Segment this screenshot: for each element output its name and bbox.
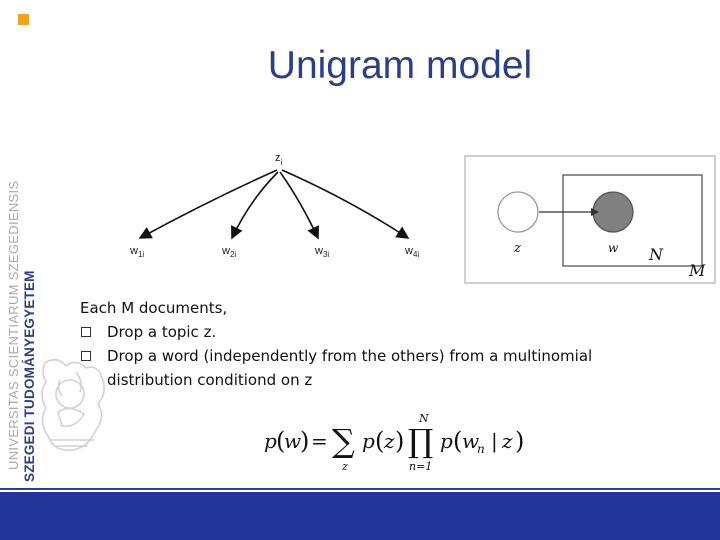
product-lower: n=1 <box>409 460 432 473</box>
node-w1: w1i <box>129 245 144 259</box>
product-symbol: ∏ <box>408 422 433 460</box>
inner-plate <box>562 174 703 267</box>
svg-text:z: z <box>383 429 395 453</box>
sum-symbol: ∑ <box>332 422 355 460</box>
plate-label-N: N <box>648 245 664 264</box>
svg-text:(: ( <box>276 427 285 455</box>
node-w2: w2i <box>221 245 236 259</box>
node-z-unobserved <box>497 191 539 233</box>
bullet-item: Drop a topic z. <box>80 320 680 344</box>
svg-text:n: n <box>477 442 485 456</box>
university-seal-watermark <box>41 358 106 452</box>
edge-z-w2 <box>231 171 279 240</box>
plate-diagram: z w N M <box>464 155 716 284</box>
svg-text:z: z <box>501 429 513 453</box>
bullet-item: Drop a word (independently from the othe… <box>80 344 680 392</box>
plate-label-M: M <box>688 261 706 280</box>
svg-text:): ) <box>515 427 524 455</box>
square-bullet-icon <box>81 327 91 337</box>
intro-line: Each M documents, <box>80 299 228 317</box>
svg-text:): ) <box>395 427 404 455</box>
svg-text:(: ( <box>375 427 384 455</box>
svg-text:|: | <box>491 429 498 454</box>
bullet-text: Drop a word (independently from the othe… <box>107 347 593 389</box>
product-upper: N <box>418 412 429 425</box>
bullet-text: Drop a topic z. <box>107 323 217 341</box>
slide-title: Unigram model <box>267 44 533 87</box>
plate-label-z: z <box>513 241 521 256</box>
sum-index: z <box>341 460 348 473</box>
edge-z-w3 <box>279 171 319 240</box>
edge-z-w1 <box>138 169 278 239</box>
brand-square-icon <box>18 14 29 25</box>
svg-text:=: = <box>311 429 328 453</box>
university-latin-name: UNIVERSITAS SCIENTIARUM SZEGEDIENSIS <box>6 180 21 470</box>
node-z: zi <box>275 152 283 167</box>
node-w4: w4i <box>404 245 419 259</box>
svg-text:p: p <box>264 429 277 453</box>
square-bullet-icon <box>81 351 91 361</box>
university-name: SZEGEDI TUDOMÁNYEGYETEM <box>22 270 37 482</box>
footer-rule <box>0 488 720 490</box>
plate-label-w: w <box>608 241 619 255</box>
unigram-graph: zi w1i w2i w3i w4i <box>129 152 419 259</box>
unigram-formula: p ( w ) = ∑ z p ( z ) ∏ N n=1 p ( w n | … <box>264 412 524 473</box>
svg-text:p: p <box>440 429 453 453</box>
svg-text:w: w <box>462 429 479 453</box>
footer-bar <box>0 492 720 540</box>
svg-text:): ) <box>300 427 309 455</box>
svg-text:(: ( <box>453 427 462 455</box>
body-text: Each M documents, Drop a topic z. Drop a… <box>80 296 680 392</box>
svg-text:p: p <box>362 429 375 453</box>
svg-text:w: w <box>284 429 301 453</box>
edge-z-w4 <box>281 169 410 239</box>
node-w3: w3i <box>314 245 329 259</box>
